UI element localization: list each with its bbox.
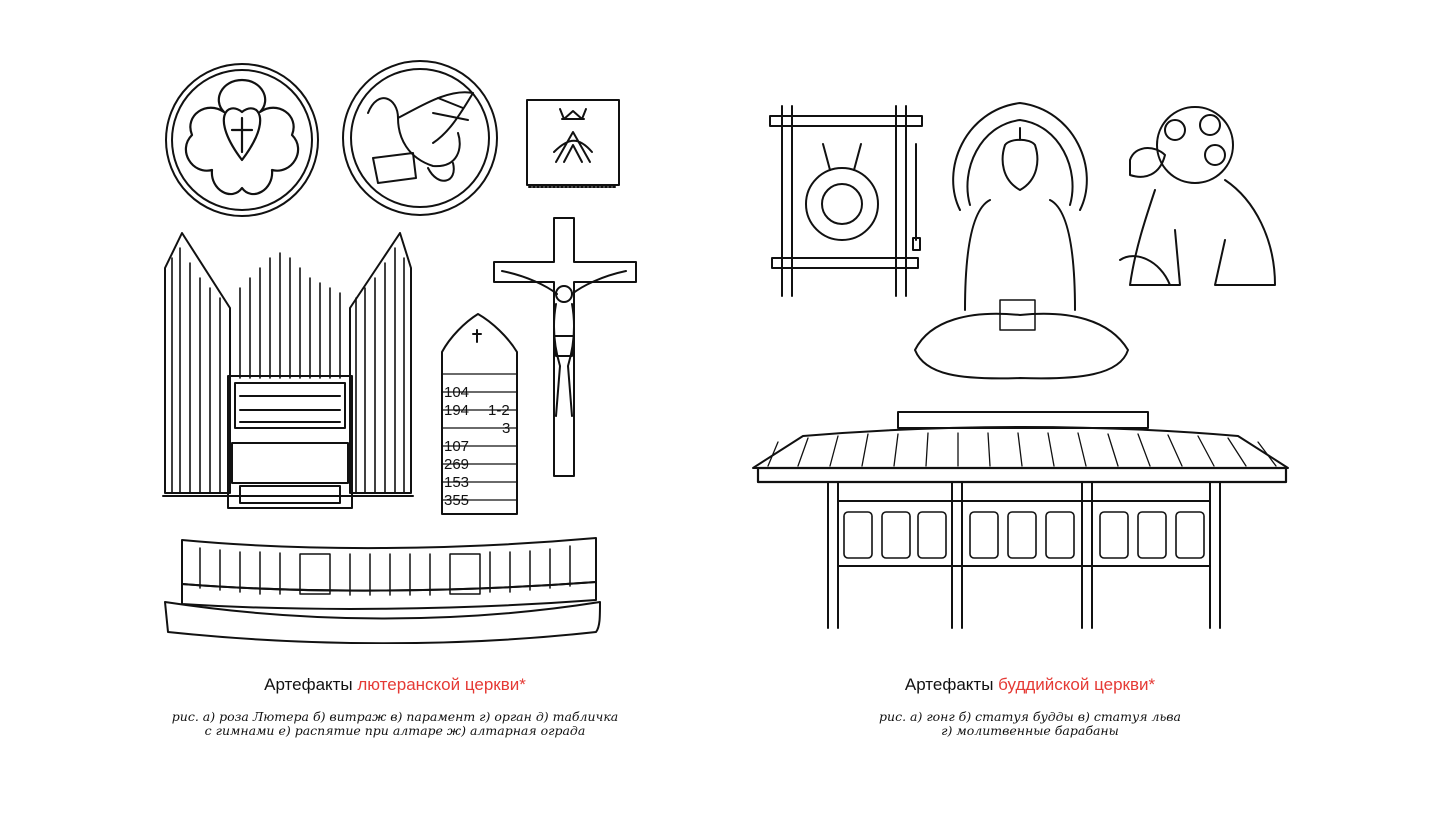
crucifix-illustration bbox=[492, 216, 638, 483]
luther-rose-illustration bbox=[162, 60, 322, 225]
buddha-statue-illustration bbox=[910, 100, 1132, 387]
parament-illustration bbox=[524, 97, 622, 197]
buddhist-artifacts-title: Артефакты буддийской церкви* bbox=[870, 675, 1190, 695]
title-highlight: буддийской церкви* bbox=[998, 675, 1156, 694]
hymn-verse: 3 bbox=[502, 420, 510, 437]
hymn-board-illustration: 104 194 1-2 3 107 269 153 355 bbox=[440, 312, 520, 521]
title-prefix: Артефакты bbox=[264, 675, 353, 694]
gong-illustration bbox=[768, 104, 924, 305]
stained-glass-illustration bbox=[338, 58, 502, 223]
caption-line: г) молитвенные барабаны bbox=[941, 723, 1119, 738]
lutheran-caption: рис. а) роза Лютера б) витраж в) парамен… bbox=[170, 710, 620, 738]
lutheran-artifacts-title: Артефакты лютеранской церкви* bbox=[170, 675, 620, 695]
organ-illustration bbox=[160, 228, 416, 517]
hymn-number: 153 bbox=[444, 474, 469, 491]
hymn-number: 104 bbox=[444, 384, 469, 401]
caption-line: с гимнами е) распятие при алтаре ж) алта… bbox=[204, 723, 586, 738]
altar-rail-illustration bbox=[160, 532, 604, 649]
caption-line: рис. а) роза Лютера б) витраж в) парамен… bbox=[171, 709, 619, 724]
hymn-number: 107 bbox=[444, 438, 469, 455]
prayer-wheels-illustration bbox=[748, 406, 1294, 639]
hymn-number: 194 bbox=[444, 402, 469, 419]
title-prefix: Артефакты bbox=[904, 675, 994, 694]
hymn-verse: 1-2 bbox=[488, 402, 510, 419]
hymn-number: 269 bbox=[444, 456, 469, 473]
buddhist-caption: рис. а) гонг б) статуя будды в) статуя л… bbox=[870, 710, 1190, 738]
lion-statue-illustration bbox=[1115, 100, 1285, 303]
hymn-number: 355 bbox=[444, 492, 469, 509]
title-highlight: лютеранской церкви* bbox=[357, 675, 526, 694]
caption-line: рис. а) гонг б) статуя будды в) статуя л… bbox=[879, 709, 1181, 724]
